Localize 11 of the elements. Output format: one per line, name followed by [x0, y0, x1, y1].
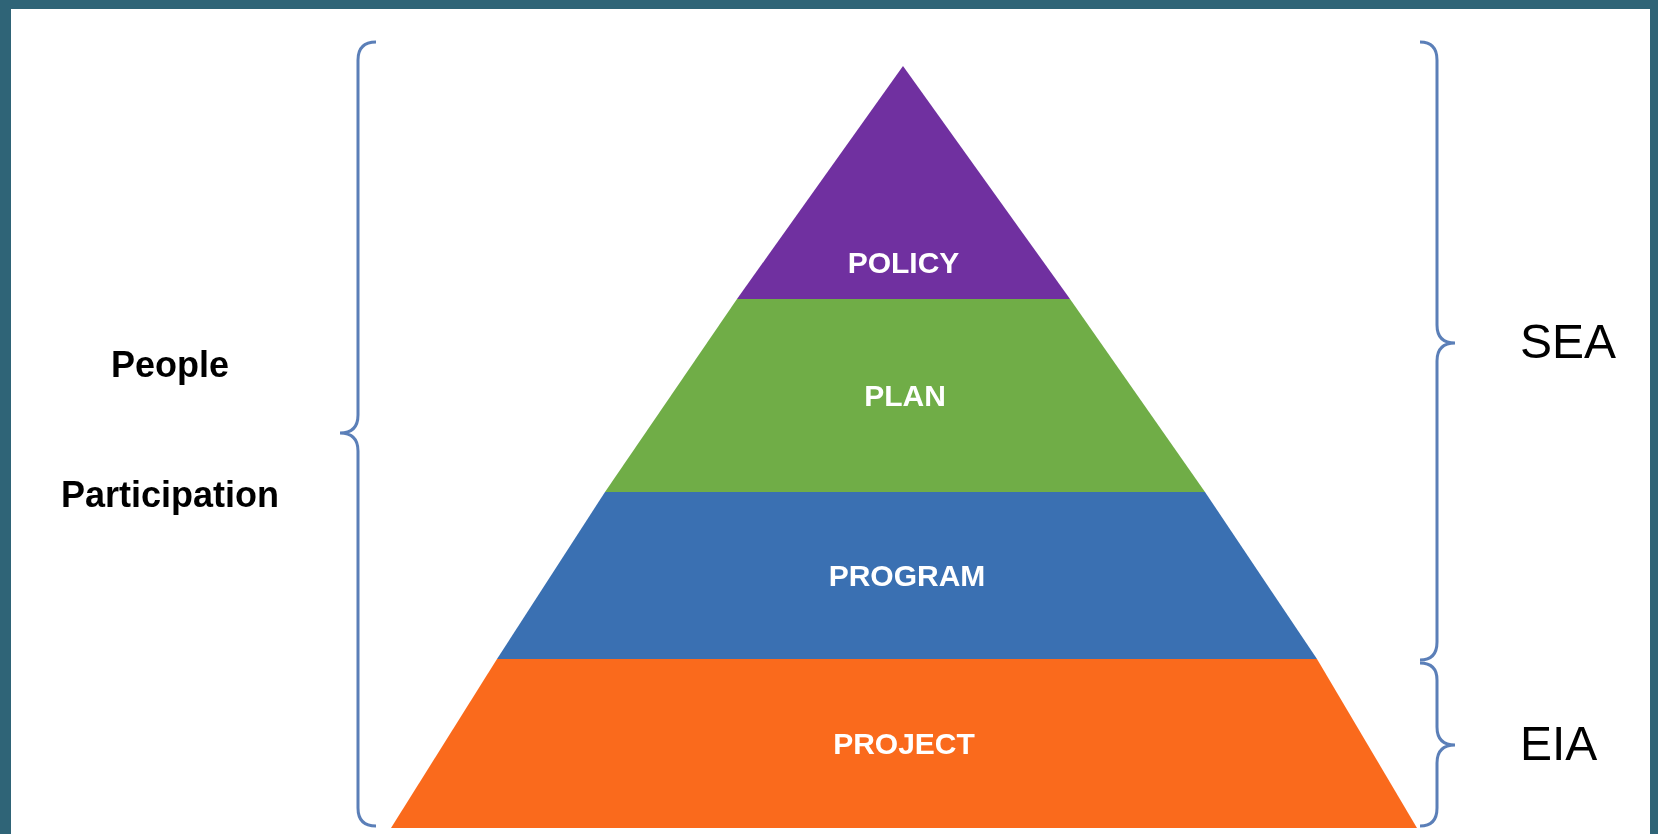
side-label: SEA — [1520, 314, 1617, 370]
pyramid-layer — [737, 66, 1070, 299]
layer-label: PROGRAM — [828, 557, 986, 594]
pyramid-layer — [391, 659, 1417, 828]
pyramid-layer — [605, 299, 1205, 492]
layer-label: PLAN — [864, 377, 946, 414]
side-label: People Participation — [59, 343, 280, 517]
layer-label: PROJECT — [833, 725, 975, 762]
layer-label: POLICY — [847, 245, 960, 281]
pyramid-layer — [497, 492, 1317, 659]
side-label: EIA — [1520, 716, 1598, 772]
